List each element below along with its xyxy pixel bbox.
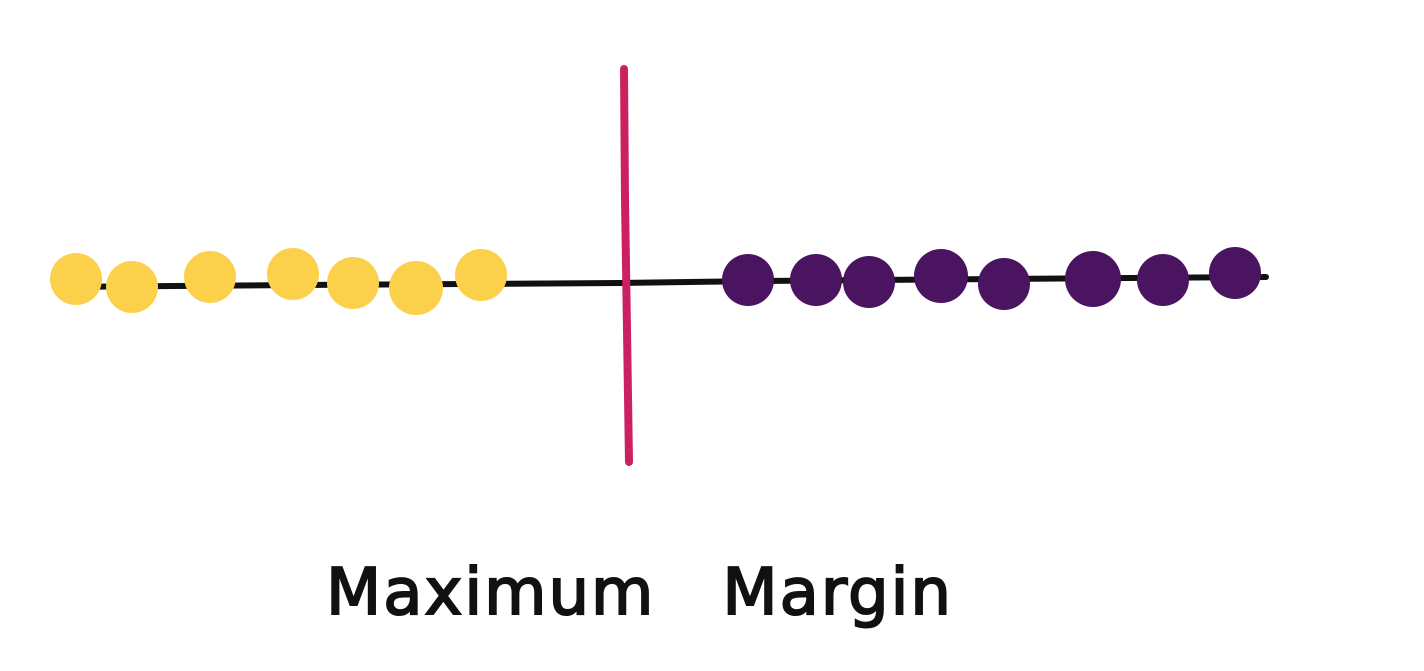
axis-line (52, 274, 1269, 290)
class-b-point-6 (1065, 251, 1121, 307)
class-b-point-3 (843, 256, 895, 308)
class-b-point-5 (978, 258, 1030, 310)
class-b-point-7 (1137, 254, 1189, 306)
data-points (50, 247, 1261, 315)
decision-boundary-line (620, 65, 633, 466)
class-a-point-7 (455, 249, 507, 301)
class-a-point-5 (327, 257, 379, 309)
class-a-point-2 (106, 261, 158, 313)
class-b-point-1 (722, 254, 774, 306)
class-a-point-3 (184, 251, 236, 303)
caption-text: Maximum Margin (326, 556, 953, 630)
class-a-point-1 (50, 253, 102, 305)
class-b-point-2 (790, 254, 842, 306)
class-a-point-4 (267, 248, 319, 300)
class-b-point-4 (914, 249, 968, 303)
class-b-point-8 (1209, 247, 1261, 299)
class-a-point-6 (389, 261, 443, 315)
